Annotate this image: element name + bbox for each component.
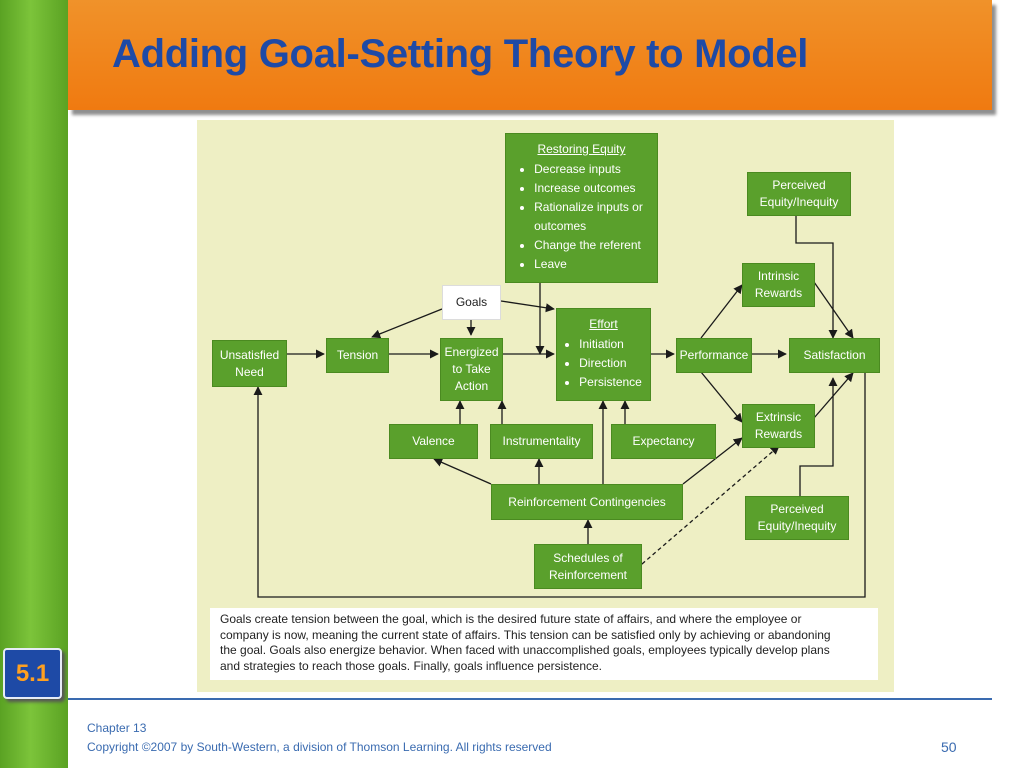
arrow-goals-to-tension [371, 308, 443, 339]
extrinsic-rewards-line-2: Rewards [754, 427, 803, 441]
intrinsic-rewards-box: Intrinsic Rewards [742, 263, 815, 307]
restoring-equity-list: Decrease inputs Increase outcomes Ration… [520, 160, 643, 274]
valence-label: Valence [412, 434, 455, 448]
arrow-reinforcement-to-valence [433, 458, 492, 485]
perceived-equity-bottom-line-1: Perceived [770, 502, 824, 516]
schedules-line-1: Schedules of [553, 550, 623, 565]
performance-box: Performance [676, 338, 752, 373]
section-badge: 5.1 [3, 648, 62, 699]
perceived-equity-bottom-line-2: Equity/Inequity [757, 519, 837, 533]
energized-line-2: to Take [452, 362, 491, 376]
performance-label: Performance [679, 348, 749, 362]
goals-box: Goals [442, 285, 501, 320]
restoring-equity-box: Restoring Equity Decrease inputs Increas… [505, 133, 658, 283]
arrow-performance-to-intrinsic [700, 284, 743, 339]
extrinsic-rewards-line-1: Extrinsic [755, 410, 802, 424]
figure-panel: Restoring Equity Decrease inputs Increas… [197, 120, 894, 692]
slide-title: Adding Goal-Setting Theory to Model [112, 32, 809, 76]
unsatisfied-need-line-1: Unsatisfied [219, 347, 280, 362]
reinforcement-contingencies-label: Reinforcement Contingencies [508, 494, 666, 509]
arrow-perceived-top-to-satisfaction [795, 216, 838, 339]
instrumentality-label: Instrumentality [502, 434, 581, 448]
arrow-satisfaction-to-unsatisfied [253, 372, 866, 598]
energized-box: Energized to Take Action [440, 338, 503, 401]
sidebar-stripe [0, 0, 68, 768]
list-item: Direction [579, 354, 642, 373]
effort-title: Effort [589, 317, 618, 331]
satisfaction-label: Satisfaction [803, 348, 866, 362]
list-item: Decrease inputs [534, 160, 643, 179]
list-item: Leave [534, 255, 643, 274]
arrow-schedules-to-extrinsic-dashed [632, 445, 780, 573]
title-band [68, 0, 992, 110]
effort-box: Effort Initiation Direction Persistence [556, 308, 651, 401]
list-item: Rationalize inputs or outcomes [534, 198, 643, 236]
unsatisfied-need-box: Unsatisfied Need [212, 340, 287, 387]
energized-line-1: Energized [444, 345, 499, 359]
schedules-of-reinforcement-box: Schedules of Reinforcement [534, 544, 642, 589]
footer-divider [68, 698, 992, 700]
arrow-performance-to-extrinsic [700, 371, 743, 423]
instrumentality-box: Instrumentality [490, 424, 593, 459]
list-item: Increase outcomes [534, 179, 643, 198]
list-item: Change the referent [534, 236, 643, 255]
arrow-goals-to-effort [500, 300, 555, 313]
arrow-perceived-bottom-to-satisfaction [799, 377, 838, 496]
goals-label: Goals [455, 295, 488, 309]
perceived-equity-top-line-1: Perceived [772, 178, 826, 192]
caption-line: Goals create tension between the goal, w… [220, 612, 802, 626]
caption-line: and strategies to reach those goals. Fin… [220, 658, 602, 673]
caption-line: company is now, meaning the current stat… [220, 627, 831, 642]
satisfaction-box: Satisfaction [789, 338, 880, 373]
list-item-line: Rationalize inputs or [534, 200, 643, 214]
perceived-equity-top-box: Perceived Equity/Inequity [747, 172, 851, 216]
caption-line: the goal. Goals also energize behavior. … [220, 643, 830, 657]
list-item: Persistence [579, 373, 642, 392]
extrinsic-rewards-box: Extrinsic Rewards [742, 404, 815, 448]
footer-copyright: Copyright ©2007 by South-Western, a divi… [87, 740, 552, 754]
page-number: 50 [941, 739, 957, 755]
unsatisfied-need-line-2: Need [235, 364, 264, 379]
valence-box: Valence [389, 424, 478, 459]
reinforcement-contingencies-box: Reinforcement Contingencies [491, 484, 683, 520]
footer-chapter: Chapter 13 [87, 721, 147, 735]
caption-box: Goals create tension between the goal, w… [210, 608, 878, 680]
restoring-equity-title: Restoring Equity [537, 142, 626, 156]
schedules-line-2: Reinforcement [548, 567, 628, 582]
list-item-line: outcomes [534, 219, 587, 233]
perceived-equity-top-line-2: Equity/Inequity [759, 195, 839, 209]
connector-layer [253, 216, 866, 598]
tension-label: Tension [336, 348, 379, 362]
intrinsic-rewards-line-2: Rewards [754, 286, 803, 300]
expectancy-box: Expectancy [611, 424, 716, 459]
intrinsic-rewards-line-1: Intrinsic [757, 269, 800, 283]
list-item: Initiation [579, 335, 642, 354]
tension-box: Tension [326, 338, 389, 373]
expectancy-label: Expectancy [632, 434, 695, 448]
effort-list: Initiation Direction Persistence [565, 335, 642, 392]
perceived-equity-bottom-box: Perceived Equity/Inequity [745, 496, 849, 540]
energized-line-3: Action [454, 379, 489, 393]
